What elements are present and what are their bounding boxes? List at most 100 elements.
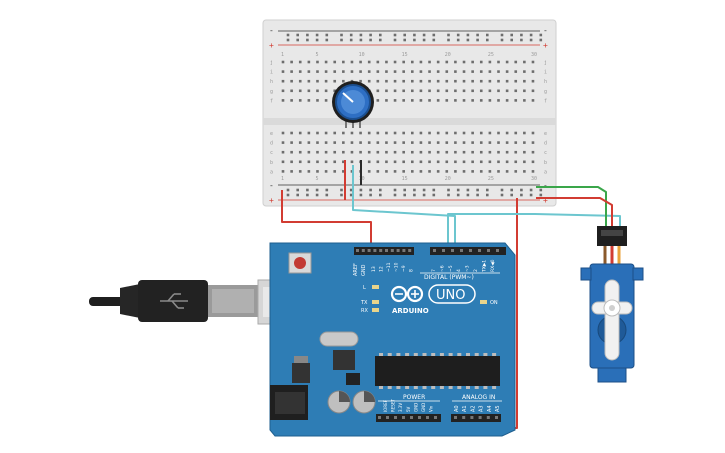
breadboard-hole[interactable] (514, 170, 518, 173)
breadboard-hole[interactable] (462, 70, 466, 73)
breadboard-hole[interactable] (342, 79, 345, 83)
breadboard-hole[interactable] (419, 131, 423, 135)
breadboard-hole[interactable] (466, 38, 470, 42)
breadboard-hole[interactable] (376, 131, 380, 135)
digital-pin-hole[interactable] (478, 249, 481, 252)
breadboard-hole[interactable] (385, 60, 388, 64)
digital-pin-hole[interactable] (367, 249, 371, 252)
breadboard-hole[interactable] (413, 193, 416, 197)
breadboard-hole[interactable] (298, 60, 302, 64)
breadboard-hole[interactable] (505, 160, 509, 164)
breadboard-hole[interactable] (316, 70, 319, 73)
breadboard-hole[interactable] (471, 79, 474, 83)
breadboard-hole[interactable] (316, 160, 319, 164)
breadboard-hole[interactable] (333, 141, 337, 144)
breadboard-hole[interactable] (324, 70, 328, 73)
breadboard-hole[interactable] (428, 60, 431, 64)
breadboard-hole[interactable] (510, 193, 513, 197)
breadboard-hole[interactable] (411, 160, 414, 164)
breadboard-hole[interactable] (462, 99, 466, 102)
breadboard-hole[interactable] (523, 99, 526, 102)
breadboard-hole[interactable] (315, 193, 319, 197)
breadboard-hole[interactable] (307, 79, 311, 83)
breadboard-hole[interactable] (298, 70, 302, 73)
breadboard-hole[interactable] (454, 141, 457, 144)
power-pin-hole[interactable] (402, 416, 405, 419)
breadboard-hole[interactable] (333, 131, 337, 135)
breadboard-hole[interactable] (290, 89, 293, 93)
breadboard-hole[interactable] (324, 141, 328, 144)
breadboard-hole[interactable] (385, 89, 388, 93)
breadboard-hole[interactable] (379, 33, 382, 37)
breadboard-hole[interactable] (422, 193, 426, 197)
breadboard-hole[interactable] (419, 141, 423, 144)
breadboard-hole[interactable] (471, 70, 474, 73)
breadboard-hole[interactable] (471, 141, 474, 144)
digital-pin-hole[interactable] (442, 249, 445, 252)
breadboard-hole[interactable] (367, 150, 371, 154)
breadboard-hole[interactable] (454, 79, 457, 83)
power-pin-hole[interactable] (410, 416, 413, 419)
breadboard-hole[interactable] (531, 141, 535, 144)
breadboard-hole[interactable] (290, 150, 293, 154)
digital-pin-hole[interactable] (361, 249, 365, 252)
breadboard-hole[interactable] (488, 89, 492, 93)
breadboard-hole[interactable] (531, 89, 535, 93)
breadboard-hole[interactable] (307, 89, 311, 93)
breadboard-hole[interactable] (403, 193, 406, 197)
breadboard-hole[interactable] (500, 33, 504, 37)
power-pin-hole[interactable] (418, 416, 421, 419)
breadboard-hole[interactable] (479, 160, 483, 164)
breadboard-hole[interactable] (333, 79, 337, 83)
breadboard-hole[interactable] (393, 33, 397, 37)
breadboard-hole[interactable] (471, 150, 474, 154)
breadboard-hole[interactable] (376, 60, 380, 64)
breadboard-hole[interactable] (324, 170, 328, 173)
breadboard-hole[interactable] (466, 193, 470, 197)
power-header[interactable] (376, 414, 441, 422)
breadboard-hole[interactable] (419, 60, 423, 64)
breadboard-hole[interactable] (505, 141, 509, 144)
breadboard-hole[interactable] (523, 160, 526, 164)
breadboard-hole[interactable] (333, 160, 337, 164)
breadboard-hole[interactable] (306, 38, 309, 42)
breadboard-hole[interactable] (367, 170, 371, 173)
breadboard-hole[interactable] (445, 70, 449, 73)
breadboard-hole[interactable] (385, 141, 388, 144)
breadboard-hole[interactable] (497, 170, 500, 173)
breadboard-hole[interactable] (456, 193, 460, 197)
breadboard-hole[interactable] (298, 141, 302, 144)
breadboard-hole[interactable] (359, 70, 362, 73)
servo-motor[interactable] (580, 226, 644, 383)
breadboard-hole[interactable] (428, 150, 431, 154)
breadboard-hole[interactable] (505, 89, 509, 93)
breadboard-hole[interactable] (290, 170, 293, 173)
breadboard-hole[interactable] (454, 170, 457, 173)
breadboard-hole[interactable] (531, 150, 535, 154)
breadboard-hole[interactable] (436, 141, 440, 144)
breadboard-hole[interactable] (379, 188, 382, 192)
digital-pin-hole[interactable] (373, 249, 377, 252)
breadboard-hole[interactable] (486, 188, 489, 192)
breadboard-hole[interactable] (428, 160, 431, 164)
breadboard-hole[interactable] (454, 89, 457, 93)
breadboard-hole[interactable] (523, 131, 526, 135)
breadboard-hole[interactable] (333, 70, 337, 73)
breadboard-hole[interactable] (369, 188, 372, 192)
breadboard-hole[interactable] (306, 33, 309, 37)
breadboard-hole[interactable] (497, 99, 500, 102)
breadboard-hole[interactable] (500, 188, 504, 192)
breadboard-hole[interactable] (454, 131, 457, 135)
breadboard-hole[interactable] (296, 33, 299, 37)
breadboard-hole[interactable] (411, 150, 414, 154)
breadboard-hole[interactable] (324, 131, 328, 135)
power-pin-hole[interactable] (426, 416, 429, 419)
breadboard-hole[interactable] (476, 33, 479, 37)
breadboard-hole[interactable] (411, 79, 414, 83)
power-pin-hole[interactable] (434, 416, 437, 419)
breadboard-hole[interactable] (411, 131, 414, 135)
breadboard-hole[interactable] (436, 99, 440, 102)
breadboard-hole[interactable] (359, 131, 362, 135)
analog-pin-hole[interactable] (486, 416, 490, 419)
